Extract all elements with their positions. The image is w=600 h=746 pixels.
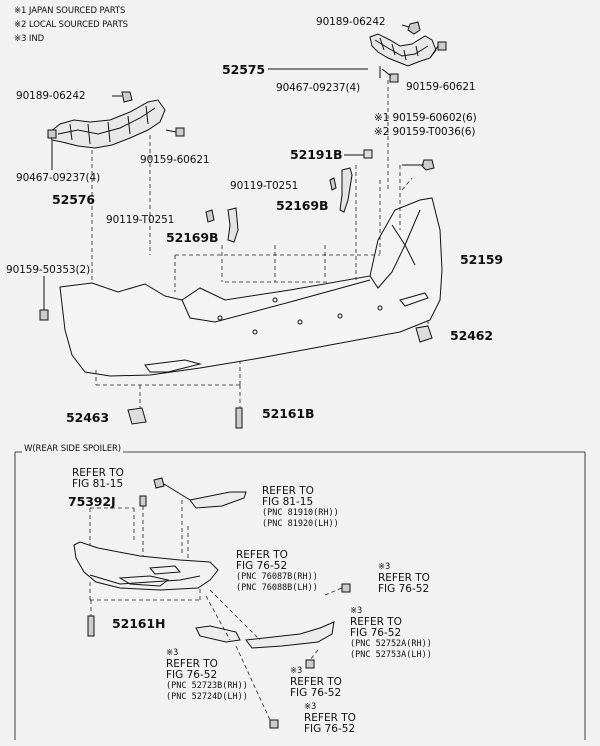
refer-line1: REFER TO bbox=[262, 485, 314, 497]
legend-note-ind: ※3 IND bbox=[14, 34, 45, 44]
refer-fig-76-52-clip[interactable]: ※3 REFER TO FIG 76-52 bbox=[378, 562, 430, 595]
refer-pnc-lh: (PNC 76088B(LH)) bbox=[236, 583, 318, 593]
refer-line2: FIG 76-52 bbox=[304, 723, 356, 735]
refer-mark: ※3 bbox=[290, 666, 303, 676]
refer-line2: FIG 76-52 bbox=[350, 627, 402, 639]
part-90467-09237-left[interactable]: 90467-09237(4) bbox=[16, 172, 101, 184]
part-52463[interactable]: 52463 bbox=[66, 410, 109, 425]
part-52159[interactable]: 52159 bbox=[460, 252, 503, 267]
part-90159-60621-left[interactable]: 90159-60621 bbox=[140, 154, 210, 166]
section-title: W(REAR SIDE SPOILER) bbox=[22, 444, 123, 454]
part-75392J[interactable]: 75392J bbox=[68, 494, 116, 509]
part-90119-T0251-right[interactable]: 90119-T0251 bbox=[230, 180, 299, 192]
refer-fig-76-52-molding-upper[interactable]: ※3 REFER TO FIG 76-52 (PNC 52752A(RH)) (… bbox=[350, 606, 432, 661]
garnish-81-15 bbox=[189, 491, 247, 509]
refer-line2: FIG 76-52 bbox=[236, 560, 288, 572]
refer-pnc-rh: (PNC 52752A(RH)) bbox=[350, 639, 432, 649]
refer-fig-76-52-spoiler[interactable]: REFER TO FIG 76-52 (PNC 76087B(RH)) (PNC… bbox=[236, 550, 318, 594]
refer-line1: REFER TO bbox=[236, 549, 288, 561]
part-90189-06242-left[interactable]: 90189-06242 bbox=[16, 90, 86, 102]
legend-note-japan: ※1 JAPAN SOURCED PARTS bbox=[14, 6, 126, 16]
refer-fig-76-52-molding-lower[interactable]: ※3 REFER TO FIG 76-52 (PNC 52723B(RH)) (… bbox=[166, 648, 248, 703]
rear-side-spoiler bbox=[73, 541, 219, 591]
molding-52752 bbox=[245, 621, 335, 649]
refer-line2: FIG 81-15 bbox=[72, 478, 124, 490]
part-52169B-left[interactable]: 52169B bbox=[166, 230, 219, 245]
part-90159-50353[interactable]: 90159-50353(2) bbox=[6, 264, 91, 276]
bracket-52169B-right bbox=[339, 167, 353, 213]
part-52169B-right[interactable]: 52169B bbox=[276, 198, 329, 213]
refer-line2: FIG 81-15 bbox=[262, 496, 314, 508]
refer-line2: FIG 76-52 bbox=[166, 669, 218, 681]
molding-52723 bbox=[195, 625, 241, 643]
refer-mark: ※3 bbox=[304, 702, 317, 712]
part-52575[interactable]: 52575 bbox=[222, 62, 265, 77]
part-90159-60602[interactable]: ※1 90159-60602(6) bbox=[374, 112, 477, 124]
part-90159-T0036[interactable]: ※2 90159-T0036(6) bbox=[374, 126, 476, 138]
refer-line1: REFER TO bbox=[72, 467, 124, 479]
refer-fig-76-52-clip-bottom[interactable]: ※3 REFER TO FIG 76-52 bbox=[304, 702, 356, 735]
refer-fig-81-15-a[interactable]: REFER TO FIG 81-15 bbox=[72, 468, 124, 490]
refer-mark: ※3 bbox=[378, 562, 391, 572]
refer-mark: ※3 bbox=[166, 648, 179, 658]
refer-line2: FIG 76-52 bbox=[378, 583, 430, 595]
part-90189-06242-right[interactable]: 90189-06242 bbox=[316, 16, 386, 28]
pad-52463 bbox=[127, 407, 147, 425]
fastener-52191B bbox=[363, 149, 373, 159]
refer-pnc-lh: (PNC 52724D(LH)) bbox=[166, 692, 248, 702]
bumper-cover-52159 bbox=[59, 197, 443, 377]
refer-fig-76-52-clip-mid[interactable]: ※3 REFER TO FIG 76-52 bbox=[290, 666, 342, 699]
part-52191B[interactable]: 52191B bbox=[290, 147, 343, 162]
retainer-52576 bbox=[49, 99, 166, 149]
part-52161B[interactable]: 52161B bbox=[262, 406, 315, 421]
refer-line1: REFER TO bbox=[166, 658, 218, 670]
refer-line1: REFER TO bbox=[350, 616, 402, 628]
legend-note-local: ※2 LOCAL SOURCED PARTS bbox=[14, 20, 128, 30]
refer-line1: REFER TO bbox=[290, 676, 342, 688]
pad-52462 bbox=[415, 325, 433, 343]
refer-line1: REFER TO bbox=[378, 572, 430, 584]
refer-pnc-lh: (PNC 52753A(LH)) bbox=[350, 650, 432, 660]
refer-fig-81-15-b[interactable]: REFER TO FIG 81-15 (PNC 81910(RH)) (PNC … bbox=[262, 486, 339, 530]
part-52576[interactable]: 52576 bbox=[52, 192, 95, 207]
part-52462[interactable]: 52462 bbox=[450, 328, 493, 343]
refer-pnc-lh: (PNC 81920(LH)) bbox=[262, 519, 339, 529]
bracket-52169B-left bbox=[227, 207, 239, 243]
part-90467-09237-right[interactable]: 90467-09237(4) bbox=[276, 82, 361, 94]
part-52161H[interactable]: 52161H bbox=[112, 616, 166, 631]
refer-pnc-rh: (PNC 81910(RH)) bbox=[262, 508, 339, 518]
refer-pnc-rh: (PNC 76087B(RH)) bbox=[236, 572, 318, 582]
refer-line2: FIG 76-52 bbox=[290, 687, 342, 699]
refer-mark: ※3 bbox=[350, 606, 363, 616]
refer-pnc-rh: (PNC 52723B(RH)) bbox=[166, 681, 248, 691]
part-90119-T0251-left[interactable]: 90119-T0251 bbox=[106, 214, 175, 226]
part-90159-60621-right[interactable]: 90159-60621 bbox=[406, 81, 476, 93]
refer-line1: REFER TO bbox=[304, 712, 356, 724]
